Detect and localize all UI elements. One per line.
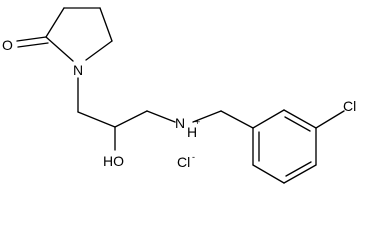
atom-label-ammonium-h: H <box>187 124 197 140</box>
bond-ch2c-ring <box>220 110 254 129</box>
bond-ar6-ar1 <box>252 109 285 129</box>
bond-choh-ch2b <box>114 110 148 128</box>
bond-ar3-ar4 <box>283 164 317 184</box>
bond-ch2b-nh <box>146 110 176 123</box>
molecule-structure: O N HO N H + Cl Cl - <box>2 7 356 184</box>
counterion-charge: - <box>192 152 195 162</box>
bond-inner-3 <box>284 116 311 132</box>
atom-label-oxygen: O <box>2 37 13 53</box>
charge-plus: + <box>195 117 200 127</box>
atom-label-hydroxyl: HO <box>103 153 124 169</box>
bond-ar2-ar3 <box>252 164 285 184</box>
bond-inner-2 <box>285 161 312 177</box>
bond-c5-n1 <box>85 40 113 61</box>
bond-c2-c3 <box>45 7 65 38</box>
bond-n1-c2 <box>45 36 74 62</box>
chlorophenyl-ring <box>252 109 317 184</box>
bond-ar5-ar6 <box>283 109 317 129</box>
counterion-chloride: Cl <box>177 154 190 170</box>
bond-ch2-choh <box>77 111 116 128</box>
bond-nh-ch2c <box>192 110 222 123</box>
bond-c4-c5 <box>99 7 113 42</box>
bond-c2-o-2 <box>17 42 49 48</box>
structure-canvas: O N HO N H + Cl Cl - <box>2 7 357 184</box>
atom-label-nitrogen-ring: N <box>73 62 83 78</box>
pyrrolidinone-ring <box>45 7 113 62</box>
atom-label-ammonium-n: N <box>175 115 185 131</box>
atom-label-chlorine: Cl <box>343 98 356 114</box>
bond-ar-cl <box>315 110 345 129</box>
bond-c2-o-1 <box>16 36 47 42</box>
